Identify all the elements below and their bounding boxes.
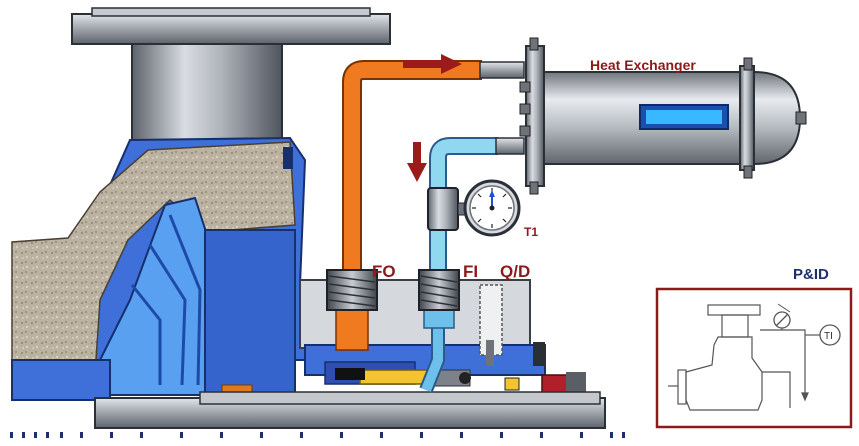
concrete-fill xyxy=(11,141,296,361)
heat-exchanger xyxy=(479,37,807,195)
flow-arrow-down-icon xyxy=(407,142,427,182)
pid-gauge-icon xyxy=(773,303,791,330)
pid-ti-label: TI xyxy=(824,331,833,342)
pressure-gauge-icon xyxy=(463,179,521,237)
fo-label: FO xyxy=(372,262,396,281)
fi-label: FI xyxy=(463,262,478,281)
suction-pipe xyxy=(131,43,283,147)
pid-frame xyxy=(655,287,853,429)
pid-ti-bubble xyxy=(819,324,841,346)
heat-exchanger-label: Heat Exchanger xyxy=(590,57,696,73)
shaft-group xyxy=(10,391,625,438)
t1-label: T1 xyxy=(524,225,538,239)
impeller xyxy=(98,196,227,396)
qd-label: Q/D xyxy=(500,262,530,281)
thermowell xyxy=(427,187,459,231)
pid-title: P&ID xyxy=(793,266,829,283)
pid-inset: P&ID TI xyxy=(655,266,853,429)
suction-flange xyxy=(71,13,391,45)
flow-arrow-right-icon xyxy=(403,54,462,74)
